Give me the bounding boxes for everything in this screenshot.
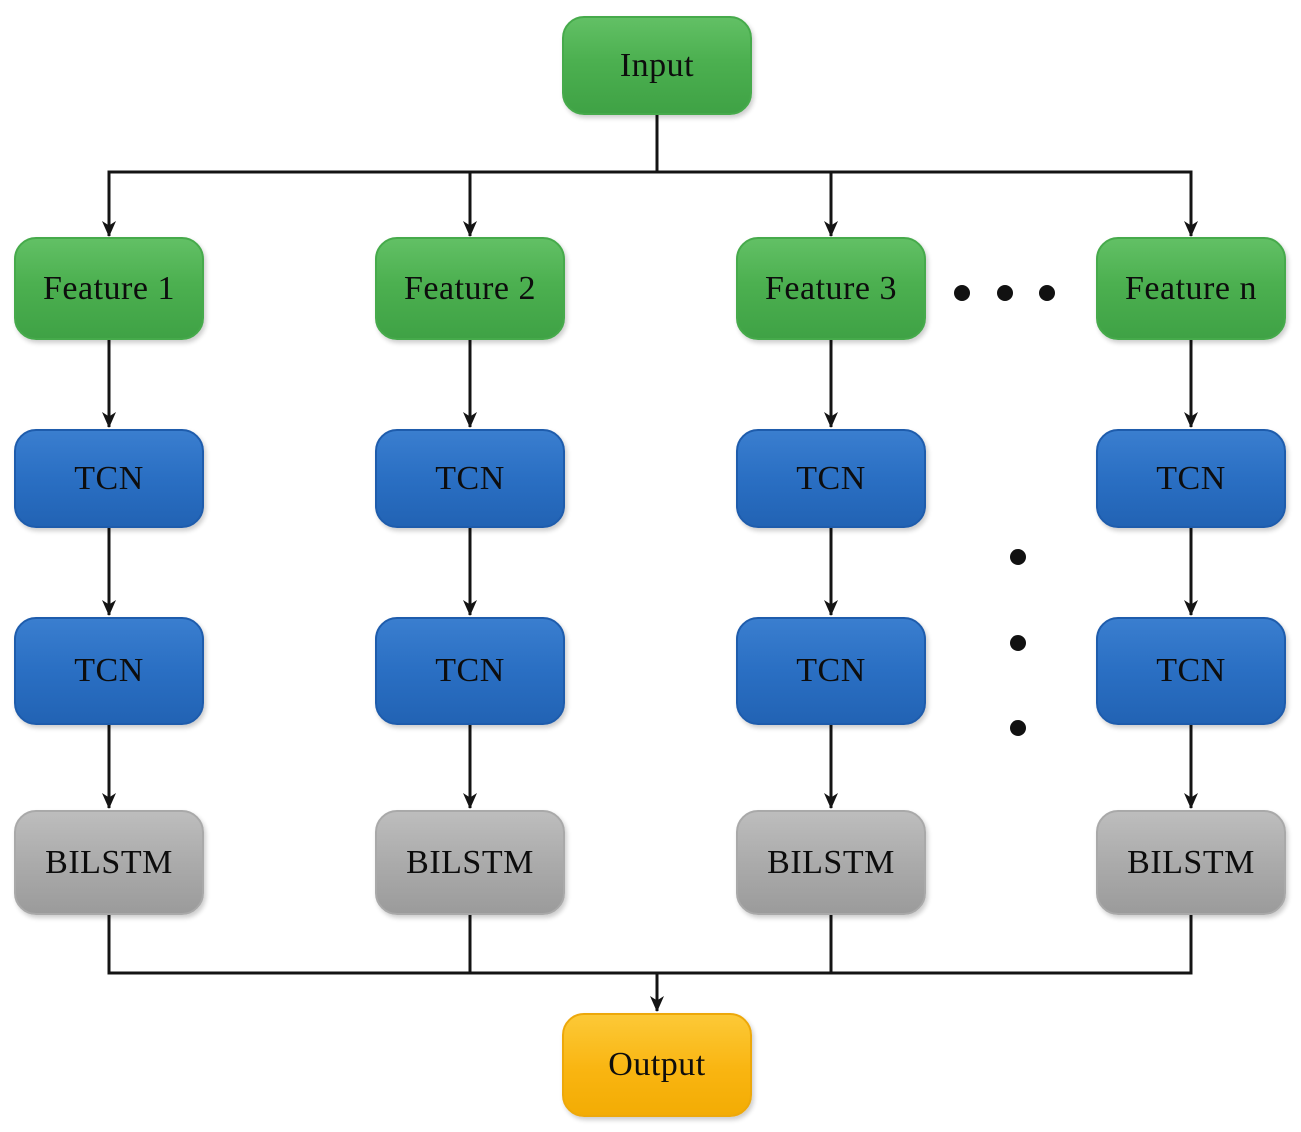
node-feature-n-label: Feature n [1125,269,1257,307]
node-input: Input [562,16,752,115]
node-feature-1-label: Feature 1 [43,269,175,307]
node-input-label: Input [619,46,695,84]
node-bilstm-3: BILSTM [736,810,926,915]
node-feature-2: Feature 2 [375,237,565,340]
node-bilstm-n: BILSTM [1096,810,1286,915]
node-tcn-2-bottom-label: TCN [435,652,505,689]
node-tcn-1-bottom-label: TCN [74,652,144,689]
ellipsis-horizontal-icon [954,285,1055,301]
node-bilstm-2: BILSTM [375,810,565,915]
node-tcn-1-top-label: TCN [74,459,144,497]
node-bilstm-3-label: BILSTM [767,843,895,881]
node-feature-1: Feature 1 [14,237,204,340]
node-bilstm-n-label: BILSTM [1127,843,1255,881]
node-feature-3-label: Feature 3 [765,269,897,307]
node-bilstm-1: BILSTM [14,810,204,915]
node-feature-2-label: Feature 2 [404,269,536,307]
ellipsis-vertical-icon [1010,549,1026,736]
node-output-label: Output [608,1046,706,1083]
node-tcn-3-bottom: TCN [736,617,926,725]
node-feature-n: Feature n [1096,237,1286,340]
node-tcn-3-top-label: TCN [796,459,866,497]
node-tcn-3-top: TCN [736,429,926,528]
node-tcn-n-top: TCN [1096,429,1286,528]
node-feature-3: Feature 3 [736,237,926,340]
node-tcn-3-bottom-label: TCN [796,652,866,689]
node-bilstm-2-label: BILSTM [406,843,534,881]
node-bilstm-1-label: BILSTM [45,843,173,881]
node-tcn-n-top-label: TCN [1156,459,1226,497]
node-output: Output [562,1013,752,1117]
node-tcn-1-bottom: TCN [14,617,204,725]
wire-group [102,114,1198,1012]
node-tcn-n-bottom-label: TCN [1156,652,1226,689]
node-tcn-n-bottom: TCN [1096,617,1286,725]
node-tcn-2-top: TCN [375,429,565,528]
node-tcn-1-top: TCN [14,429,204,528]
node-tcn-2-bottom: TCN [375,617,565,725]
node-tcn-2-top-label: TCN [435,459,505,497]
